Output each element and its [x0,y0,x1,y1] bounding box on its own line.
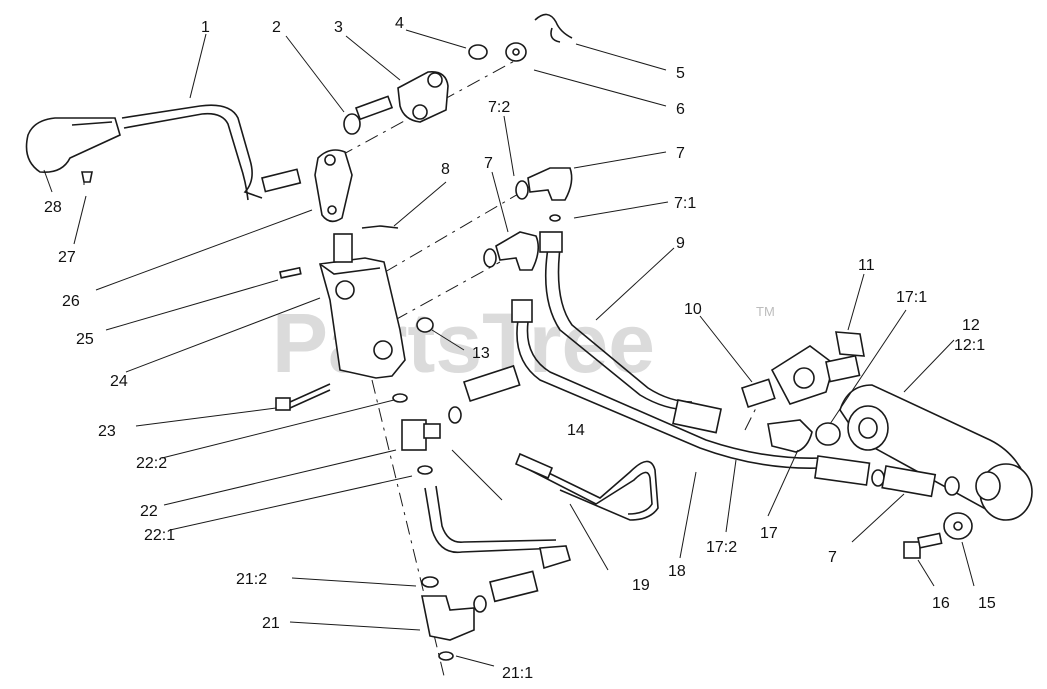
callout-7-right: 7 [828,549,837,566]
o-ring-cylinder-port [944,476,960,496]
leader-lines [43,29,975,667]
callout-13: 13 [472,345,490,362]
clevis-part-3 [397,70,449,123]
o-ring-part-21-1 [438,651,454,661]
spring-pin-part-8 [361,225,399,229]
cotter-pin-part-5 [534,13,573,43]
hose-part-18-a [516,319,821,469]
callout-6: 6 [676,101,685,118]
callout-12: 12 [962,317,980,334]
hose-part-9-b [557,247,693,403]
hose-end-part-18-top [511,299,533,323]
straight-fitting-lower [489,570,539,603]
axis-line-17 [744,399,761,431]
callout-25: 25 [76,331,94,348]
o-ring-lower-fitting [473,595,487,613]
callout-15: 15 [978,595,996,612]
hose-end-part-9-bottom [672,399,722,434]
valve-body-part-24 [318,233,406,379]
callout-16: 16 [932,595,950,612]
callout-12-1: 12:1 [954,337,985,354]
callout-9: 9 [676,235,685,252]
callout-10: 10 [684,301,702,318]
callout-24: 24 [110,373,128,390]
callout-7-top: 7 [676,145,685,162]
watermark-text: PartsTree [272,296,655,390]
callout-19: 19 [632,577,650,594]
o-ring-part-22-1 [417,465,433,475]
control-rod-part-19 [514,452,659,521]
callout-22: 22 [140,503,158,520]
callout-1: 1 [201,19,210,36]
callout-21-1: 21:1 [502,665,533,682]
pin-part-25 [279,266,302,279]
callout-21-2: 21:2 [236,571,267,588]
clip-part-11 [835,331,865,357]
bolt-part-23 [275,383,331,411]
nut-part-13 [416,317,434,333]
watermark-trademark: TM [756,304,775,319]
callout-7-1: 7:1 [674,195,696,212]
callout-22-1: 22:1 [144,527,175,544]
o-ring-left-fitting [448,406,462,424]
callout-27: 27 [58,249,76,266]
callout-22-2: 22:2 [136,455,167,472]
bolt-part-16 [903,532,943,559]
pin-part-2 [343,95,394,135]
nut-part-4 [468,44,488,60]
callout-18: 18 [668,563,686,580]
fitting-part-10 [740,378,776,409]
callout-3: 3 [334,19,343,36]
hose-part-18-b [526,321,823,459]
o-ring-part-17-1 [815,422,841,446]
callout-11: 11 [858,257,875,274]
hose-part-9-a [544,247,691,411]
screw-part-27 [81,171,93,185]
elbow-fitting-part-17 [767,419,813,453]
callout-17: 17 [760,525,778,542]
axis-line-vertical [371,379,446,681]
washer-part-6 [505,42,527,62]
cylinder-rod-end [770,345,861,405]
callout-5: 5 [676,65,685,82]
elbow-fitting-part-7-middle [483,231,540,271]
callout-23: 23 [98,423,116,440]
o-ring-part-21-2 [421,576,439,588]
axis-line-top [339,57,521,157]
bracket-plate-part-26 [314,149,353,223]
hose-end-part-18-right [814,455,871,486]
lever-rod-part-1 [121,104,302,201]
o-ring-part-22-2 [392,393,408,403]
callout-4: 4 [395,15,404,32]
callout-28: 28 [44,199,62,216]
callout-2: 2 [272,19,281,36]
tee-fitting-part-22 [401,419,441,451]
axis-line-24 [394,261,501,321]
callout-17-2: 17:2 [706,539,737,556]
callout-14: 14 [567,422,585,439]
callout-17-1: 17:1 [896,289,927,306]
pipe-lower [424,485,571,570]
callout-labels: 1 2 3 4 5 6 7:2 7 7 7:1 8 9 10 11 17:1 1… [44,15,996,682]
callout-21: 21 [262,615,280,632]
elbow-fitting-part-7-upper [515,167,573,201]
threaded-end-part-14 [514,452,554,480]
callout-8: 8 [441,161,450,178]
callout-7-middle: 7 [484,155,493,172]
callout-7-2: 7:2 [488,99,510,116]
straight-fitting-left [462,364,521,403]
hose-end-part-9-top [539,231,563,253]
hydraulic-cylinder-part-12 [839,384,1033,521]
handle-grip-part-28 [25,117,121,174]
callout-26: 26 [62,293,80,310]
o-ring-part-7-1 [549,214,561,222]
washer-part-15 [943,512,973,540]
elbow-fitting-part-21 [421,595,475,641]
straight-fitting-part-7-right [881,465,937,498]
